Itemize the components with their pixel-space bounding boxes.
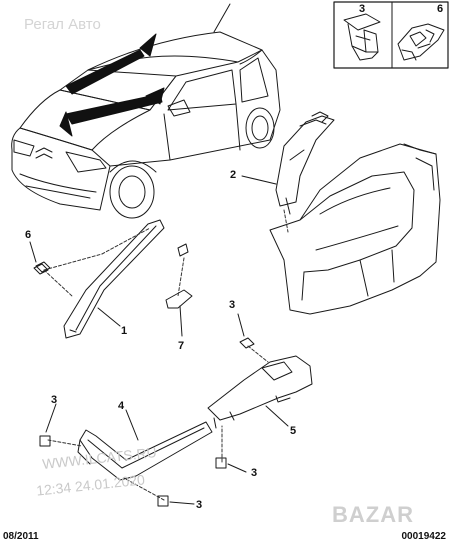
- callout-rear-sill-trim: 5: [290, 425, 296, 437]
- watermark-dealer-text: Регал Авто: [24, 16, 101, 33]
- inset-label-clip-6: 6: [437, 3, 443, 15]
- callout-b-pillar-upper-trim: 2: [230, 169, 236, 181]
- callout-a-pillar-trim: 1: [121, 325, 127, 337]
- callout-clip-sill-front: 3: [196, 499, 202, 511]
- clip-6-icon: [397, 23, 445, 61]
- cap-trim-part: [165, 243, 193, 309]
- clip-a-pillar-square: [33, 263, 49, 275]
- callout-sill-front-plate: 4: [118, 400, 125, 412]
- b-pillar-upper-trim: [275, 111, 335, 215]
- connector-lines: [43, 209, 289, 501]
- clip-3-icon: [343, 13, 381, 61]
- callout-clip-a-pillar: 6: [25, 229, 31, 241]
- footer-date-code: 08/2011: [3, 531, 39, 542]
- a-pillar-trim: [63, 219, 165, 339]
- callout-clip-sill-front-low: 3: [51, 394, 57, 406]
- watermark-logo: BAZAR: [332, 502, 414, 527]
- callout-leaders: [29, 175, 289, 505]
- fastener-inset-box: [333, 1, 449, 69]
- footer-reference-code: 00019422: [401, 531, 447, 542]
- small-square-clips: [35, 261, 255, 507]
- inset-label-clip-3: 3: [359, 3, 365, 15]
- rear-quarter-panel: [269, 143, 441, 315]
- callout-clip-near-cap: 3: [229, 299, 235, 311]
- car-illustration: [11, 3, 281, 219]
- rear-sill-trim: [207, 355, 313, 429]
- front-sill-plate: [77, 421, 213, 481]
- callout-cap-trim: 7: [178, 340, 184, 352]
- callout-clip-sill-rear: 3: [251, 467, 257, 479]
